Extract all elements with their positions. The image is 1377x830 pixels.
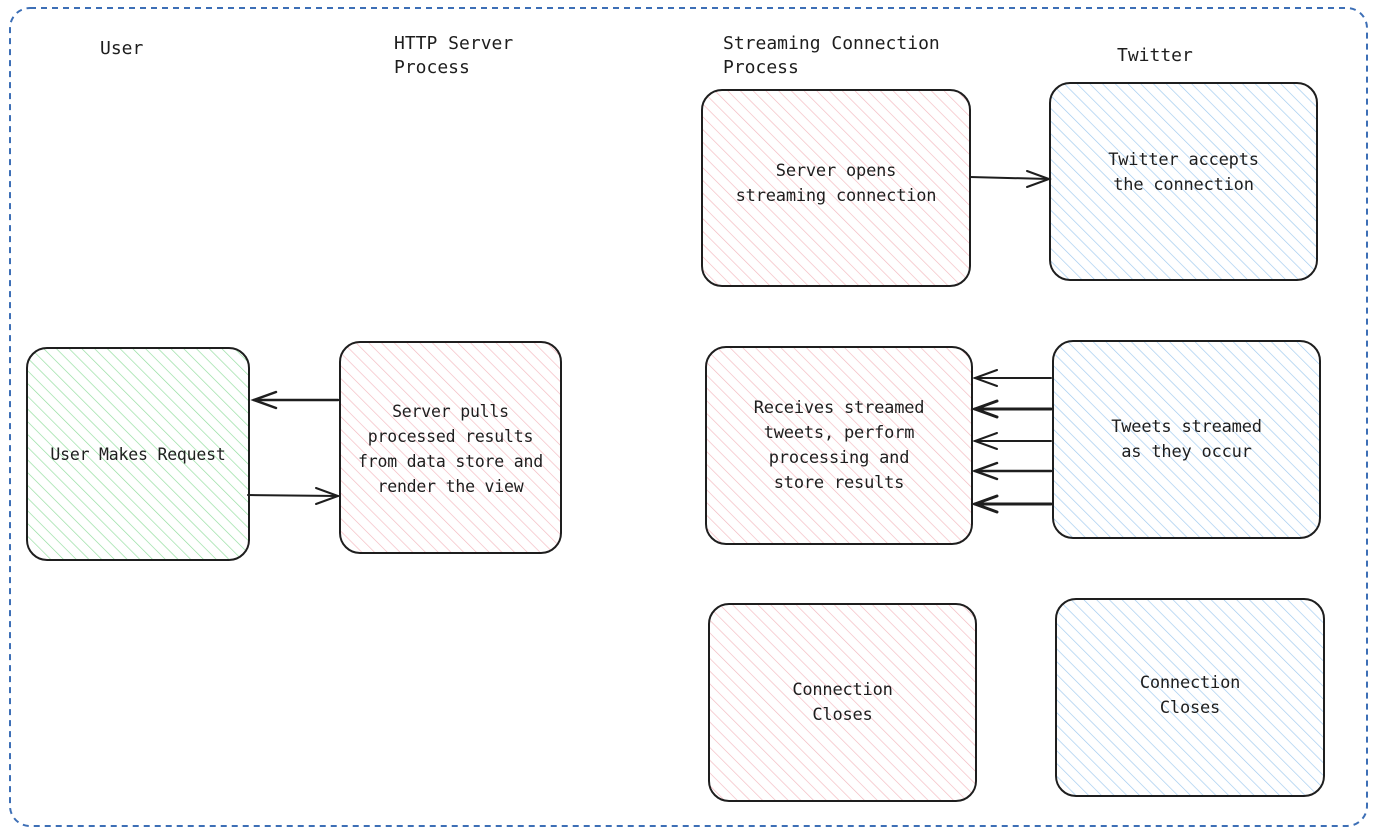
arrow-stream-4 [971, 461, 1053, 481]
box-receives-tweets[interactable] [705, 346, 973, 545]
text-server-pulls: Server pulls processed results from data… [358, 402, 543, 496]
lane-title-streaming: Streaming Connection Process [723, 33, 940, 78]
box-connection-closes-server[interactable] [708, 603, 977, 802]
text-receives-tweets: Receives streamed tweets, perform proces… [753, 397, 925, 493]
arrow-server-to-user [250, 390, 340, 410]
text-user-request: User Makes Request [50, 444, 226, 464]
box-connection-closes-twitter[interactable] [1055, 598, 1325, 797]
lane-title-user: User [100, 38, 144, 59]
text-twitter-accepts: Twitter accepts the connection [1108, 149, 1259, 195]
arrow-stream-1 [972, 369, 1052, 387]
box-user-request[interactable] [26, 347, 250, 561]
text-tweets-streamed: Tweets streamed as they occur [1111, 416, 1262, 462]
box-server-opens[interactable] [701, 89, 971, 287]
text-connection-closes-server: Connection Closes [792, 679, 893, 725]
box-twitter-accepts[interactable] [1049, 82, 1318, 281]
lane-title-twitter: Twitter [1117, 45, 1193, 66]
arrow-user-to-server [247, 487, 341, 505]
box-server-pulls[interactable] [339, 341, 562, 554]
text-server-opens: Server opens streaming connection [735, 161, 937, 206]
outer-frame [9, 7, 1368, 827]
arrow-stream-5 [970, 494, 1053, 514]
arrow-stream-3 [972, 432, 1052, 450]
arrow-stream-2 [970, 399, 1053, 419]
arrow-opens-to-accepts [969, 170, 1052, 188]
lane-title-http-server: HTTP Server Process [394, 33, 514, 78]
text-connection-closes-twitter: Connection Closes [1139, 672, 1241, 718]
box-tweets-streamed[interactable] [1052, 340, 1321, 539]
